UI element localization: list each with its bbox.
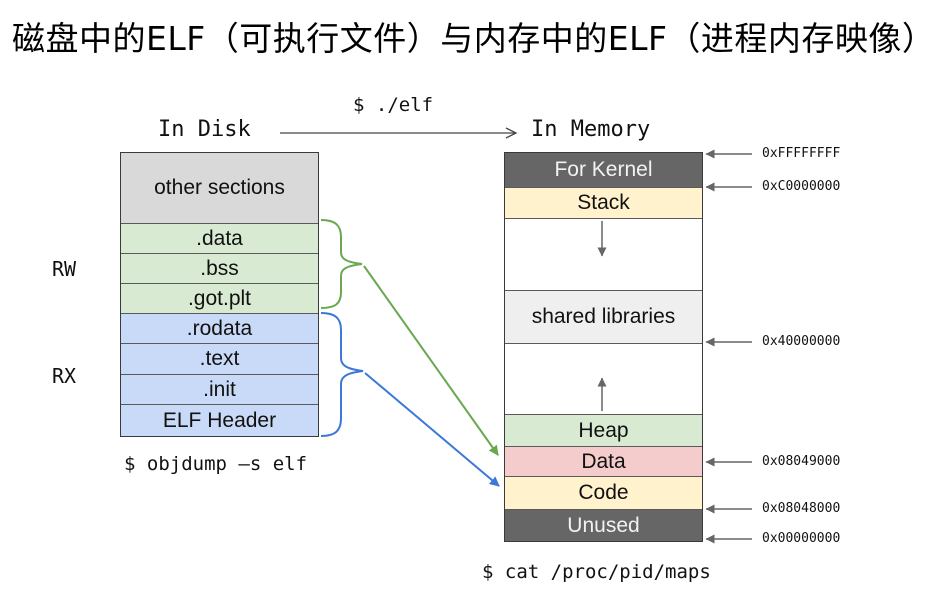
region-label: shared libraries (531, 305, 676, 328)
rw-sections-brace (320, 219, 363, 309)
disk-section-init: .init (121, 374, 318, 404)
rw-to-data-mapping-arrow (363, 265, 499, 456)
section-label: .got.plt (187, 286, 252, 310)
memory-region-heap: Heap (505, 414, 702, 446)
section-label: .rodata (186, 316, 253, 340)
address-label-0x08048000: 0x08048000 (762, 501, 841, 516)
region-label: Unused (567, 513, 640, 537)
disk-group-label-rx: RX (51, 364, 77, 388)
objdump-command-label: $ objdump –s elf (124, 453, 308, 475)
disk-section-got-plt: .got.plt (121, 283, 318, 313)
disk-section-text: .text (121, 343, 318, 374)
section-label: .bss (200, 256, 239, 280)
section-label: ELF Header (162, 408, 277, 432)
disk-section-elf-header: ELF Header (121, 404, 318, 436)
memory-region-shared-libraries: shared libraries (505, 290, 702, 343)
section-label: .data (196, 226, 243, 250)
rx-sections-brace (320, 312, 364, 437)
memory-map-stack: For Kernel Stack shared libraries Heap D… (504, 152, 703, 542)
address-label-0xffffffff: 0xFFFFFFFF (762, 146, 841, 161)
region-label: Stack (577, 191, 630, 214)
address-label-0xc0000000: 0xC0000000 (762, 179, 841, 194)
memory-region-unused: Unused (505, 509, 702, 541)
exec-command-label: $ ./elf (353, 94, 434, 116)
disk-section-bss: .bss (121, 253, 318, 283)
address-label-0x08049000: 0x08049000 (762, 454, 841, 469)
region-label: Data (581, 449, 626, 473)
disk-section-rodata: .rodata (121, 313, 318, 343)
memory-region-for-kernel: For Kernel (505, 153, 702, 187)
disk-group-label-rw: RW (51, 257, 77, 281)
memory-region-code: Code (505, 476, 702, 509)
section-label: .init (203, 377, 236, 401)
region-label: For Kernel (554, 158, 653, 181)
section-label: .text (199, 347, 240, 370)
disk-heading: In Disk (158, 117, 251, 142)
disk-section-other-sections: other sections (121, 153, 318, 223)
memory-heading: In Memory (531, 117, 651, 142)
region-label: Code (578, 481, 629, 504)
memory-region-stack-growth-gap (505, 218, 702, 290)
diagram-title: 磁盘中的ELF（可执行文件）与内存中的ELF（进程内存映像） (12, 19, 936, 58)
rx-to-code-mapping-arrow (364, 372, 500, 487)
cat-maps-command-label: $ cat /proc/pid/maps (482, 561, 711, 583)
disk-section-data: .data (121, 223, 318, 253)
memory-region-data: Data (505, 446, 702, 476)
address-label-0x00000000: 0x00000000 (762, 531, 841, 546)
memory-region-stack: Stack (505, 187, 702, 218)
memory-region-heap-growth-gap (505, 343, 702, 414)
section-label: other sections (154, 176, 285, 199)
region-label: Heap (578, 418, 629, 442)
address-label-0x40000000: 0x40000000 (762, 334, 841, 349)
disk-section-stack: other sections .data .bss .got.plt .roda… (120, 152, 319, 437)
